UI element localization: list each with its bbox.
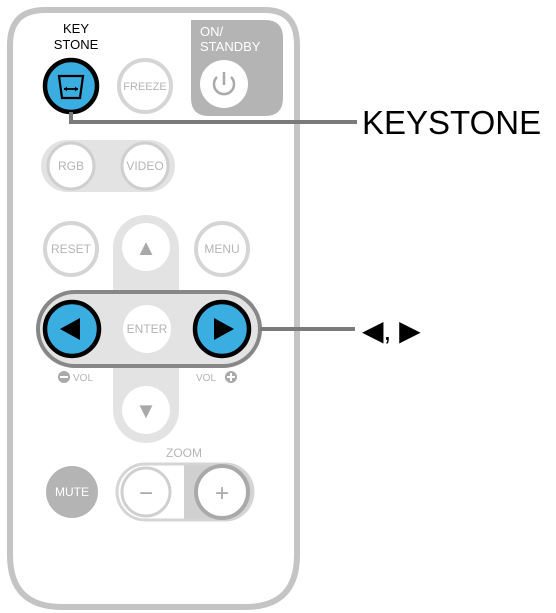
vol-plus-label: VOL: [196, 373, 216, 384]
enter-label: ENTER: [127, 322, 168, 336]
on-standby-label-line1: ON/: [200, 24, 224, 39]
up-button[interactable]: ▲: [122, 223, 170, 271]
video-button[interactable]: VIDEO: [120, 141, 170, 191]
mute-button[interactable]: MUTE: [46, 466, 98, 518]
down-button[interactable]: ▼: [122, 386, 170, 434]
zoom-label: ZOOM: [166, 446, 202, 460]
on-standby-button[interactable]: [200, 60, 248, 108]
left-button[interactable]: [42, 299, 102, 359]
keystone-label-line2: STONE: [54, 37, 99, 52]
vol-plus-indicator: VOL: [196, 371, 237, 384]
vol-minus-label: VOL: [73, 373, 93, 384]
right-button[interactable]: [192, 299, 252, 359]
keystone-callout-label: KEYSTONE: [362, 104, 541, 141]
zoom-minus-icon: −: [139, 480, 153, 507]
vol-minus-indicator: VOL: [58, 371, 93, 384]
down-arrow-icon: ▼: [135, 398, 157, 423]
freeze-button[interactable]: FREEZE: [117, 58, 173, 114]
rgb-label: RGB: [58, 159, 84, 173]
rgb-button[interactable]: RGB: [46, 141, 96, 191]
arrows-callout-label: ◀, ▶: [362, 315, 421, 346]
enter-button[interactable]: ENTER: [123, 305, 171, 353]
left-arrow-icon: [60, 318, 80, 340]
freeze-label: FREEZE: [123, 81, 166, 93]
keystone-icon: [57, 74, 85, 100]
right-arrow-icon: [214, 318, 234, 340]
on-standby-label-line2: STANDBY: [200, 39, 261, 54]
zoom-plus-icon: +: [215, 480, 229, 507]
reset-button[interactable]: RESET: [43, 221, 99, 277]
keystone-button[interactable]: [42, 57, 100, 115]
zoom-plus-button[interactable]: +: [194, 464, 250, 520]
keystone-label-line1: KEY: [63, 21, 89, 36]
mute-label: MUTE: [55, 485, 89, 499]
menu-label: MENU: [204, 242, 239, 256]
reset-label: RESET: [51, 242, 92, 256]
up-arrow-icon: ▲: [135, 235, 157, 260]
zoom-minus-button[interactable]: −: [120, 466, 172, 518]
menu-button[interactable]: MENU: [194, 221, 250, 277]
video-label: VIDEO: [126, 159, 163, 173]
power-icon: [212, 72, 236, 96]
keystone-callout-line: [69, 112, 357, 124]
